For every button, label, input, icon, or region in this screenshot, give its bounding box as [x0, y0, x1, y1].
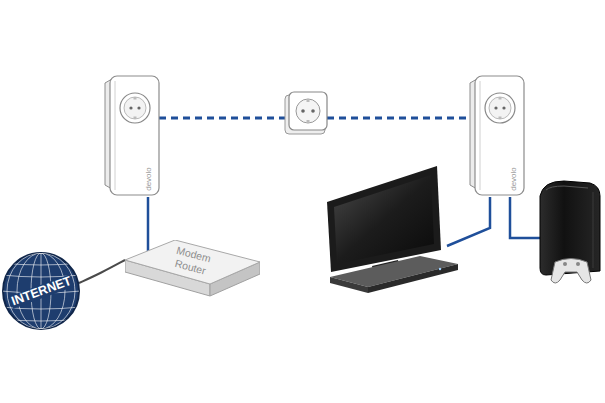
internet-globe: INTERNET — [1, 251, 81, 331]
powerline-adapter: devolo — [468, 75, 525, 197]
network-cable — [79, 260, 125, 283]
console-cable — [510, 197, 541, 238]
router-box: Modem Router — [125, 240, 260, 300]
brand-label: devolo — [145, 167, 153, 191]
tv-cable — [447, 197, 490, 246]
television — [327, 166, 458, 293]
powerline-adapter: devolo — [103, 75, 160, 197]
brand-label: devolo — [510, 167, 518, 191]
network-cable — [147, 197, 150, 240]
wall-socket — [285, 92, 327, 134]
game-controller — [551, 259, 591, 284]
